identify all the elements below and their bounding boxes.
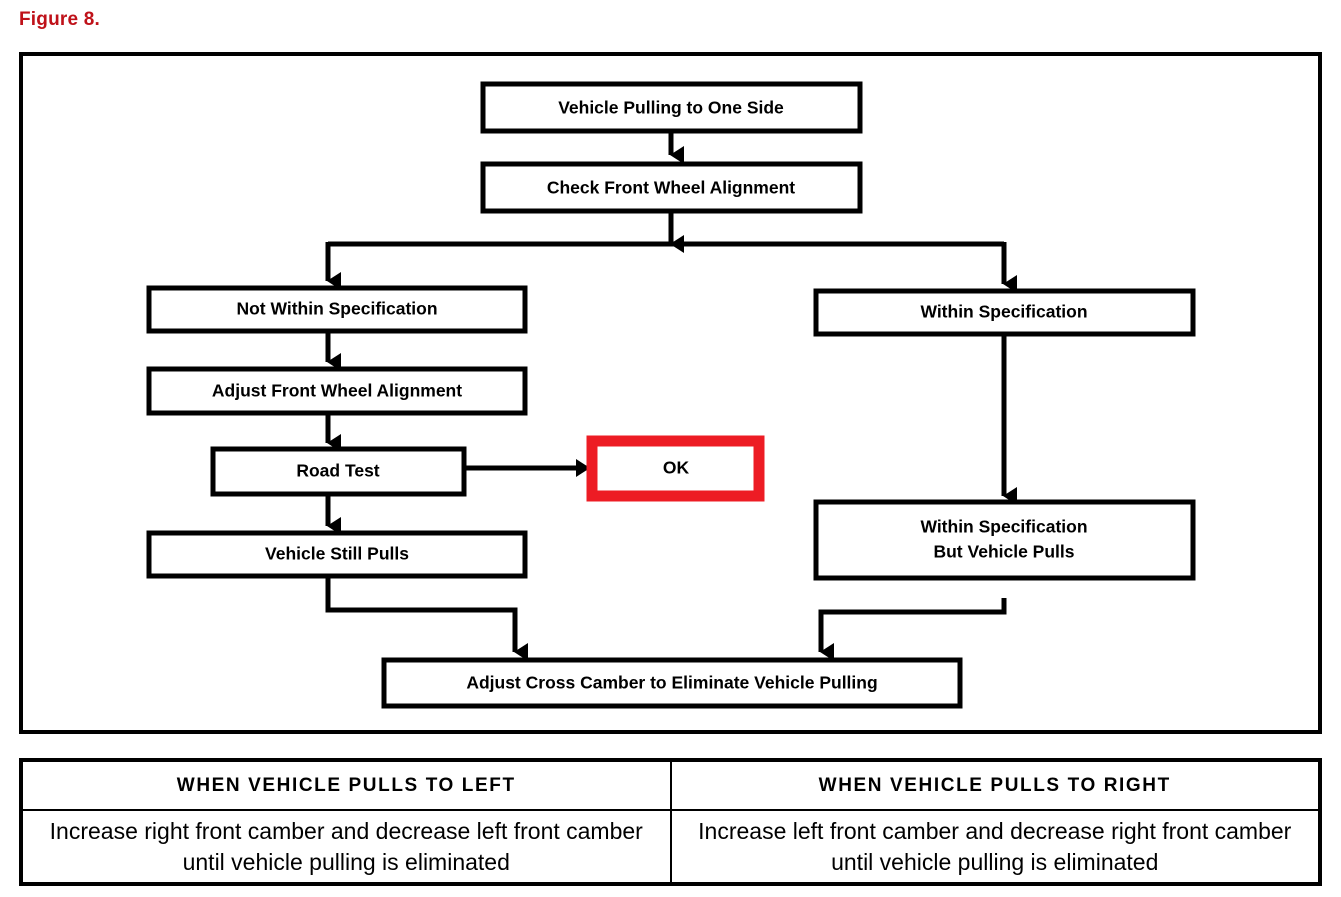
flow-node-within-spec-pulls[interactable]: Within Specification But Vehicle Pulls xyxy=(813,499,1196,581)
edge-within-spec-pulls-to-cross-camber xyxy=(818,598,1007,661)
flow-node-road-test-label: Road Test xyxy=(296,461,379,481)
flow-node-within-spec[interactable]: Within Specification xyxy=(813,288,1196,337)
flow-node-within-spec-pulls-label-line1: Within Specification xyxy=(920,517,1087,537)
flow-node-check[interactable]: Check Front Wheel Alignment xyxy=(480,161,863,214)
flow-node-adjust-cross-camber-label: Adjust Cross Camber to Eliminate Vehicle… xyxy=(466,673,877,693)
flow-node-adjust-alignment-box xyxy=(146,366,528,416)
flow-node-adjust-alignment-label: Adjust Front Wheel Alignment xyxy=(212,381,462,401)
flow-node-within-spec-pulls-label-line2: But Vehicle Pulls xyxy=(933,542,1074,562)
flow-node-start-box xyxy=(480,81,863,134)
table-header-row: WHEN VEHICLE PULLS TO LEFT WHEN VEHICLE … xyxy=(23,762,1318,811)
flow-node-check-label: Check Front Wheel Alignment xyxy=(547,178,795,198)
flow-node-start-label: Vehicle Pulling to One Side xyxy=(558,98,784,118)
flow-node-within-spec-label: Within Specification xyxy=(920,302,1087,322)
table-cell-pulls-right-instruction: Increase left front camber and decrease … xyxy=(669,809,1318,882)
flow-node-not-within-spec-label: Not Within Specification xyxy=(236,299,437,319)
table-row: Increase right front camber and decrease… xyxy=(23,809,1318,882)
flow-node-within-spec-pulls-box xyxy=(813,499,1196,581)
figure-caption: Figure 8. xyxy=(19,9,100,30)
flow-node-still-pulls-box xyxy=(146,530,528,579)
flow-node-not-within-spec[interactable]: Not Within Specification xyxy=(146,285,528,334)
flowchart-svg: Vehicle Pulling to One Side Check Front … xyxy=(146,81,1196,709)
flow-node-still-pulls[interactable]: Vehicle Still Pulls xyxy=(146,530,528,579)
edge-still-pulls-to-cross-camber xyxy=(325,576,528,661)
table-cell-pulls-left-instruction: Increase right front camber and decrease… xyxy=(23,809,672,882)
flow-node-road-test[interactable]: Road Test xyxy=(210,446,467,497)
flow-node-check-box xyxy=(480,161,863,214)
flow-node-not-within-spec-box xyxy=(146,285,528,334)
flow-node-ok-label: OK xyxy=(663,458,690,478)
flow-node-adjust-cross-camber-box xyxy=(381,657,963,709)
table-header-pulls-right: WHEN VEHICLE PULLS TO RIGHT xyxy=(669,762,1318,811)
flow-node-road-test-box xyxy=(210,446,467,497)
flow-node-adjust-alignment[interactable]: Adjust Front Wheel Alignment xyxy=(146,366,528,416)
flowchart-frame: Vehicle Pulling to One Side Check Front … xyxy=(19,52,1322,734)
table-header-pulls-left: WHEN VEHICLE PULLS TO LEFT xyxy=(23,762,672,811)
flow-node-ok-box xyxy=(586,435,765,502)
flow-node-start[interactable]: Vehicle Pulling to One Side xyxy=(480,81,863,134)
flow-node-ok[interactable]: OK xyxy=(586,435,765,502)
camber-adjustment-table: WHEN VEHICLE PULLS TO LEFT WHEN VEHICLE … xyxy=(19,758,1322,886)
flow-node-adjust-cross-camber[interactable]: Adjust Cross Camber to Eliminate Vehicle… xyxy=(381,657,963,709)
flow-node-still-pulls-label: Vehicle Still Pulls xyxy=(265,544,409,564)
flow-node-within-spec-box xyxy=(813,288,1196,337)
